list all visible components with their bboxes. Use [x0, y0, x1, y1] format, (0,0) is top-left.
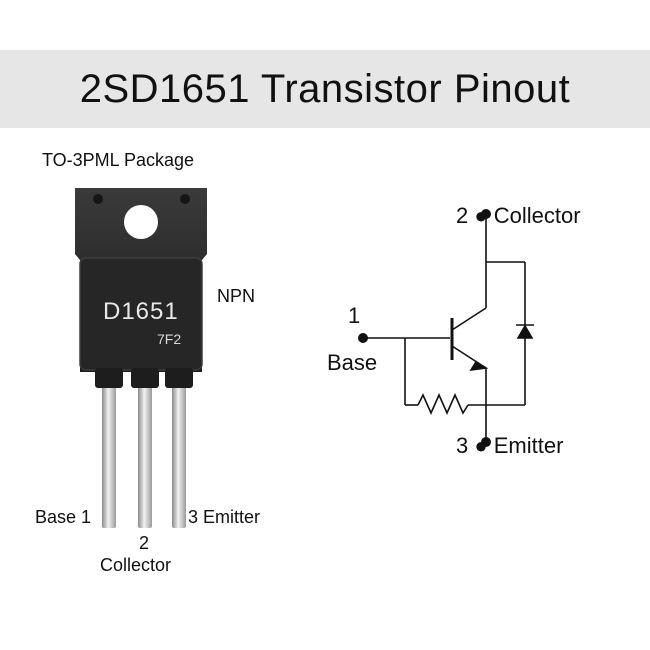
symbol-number-base: 1: [348, 303, 361, 328]
symbol-label-collector: 2 ● Collector: [456, 203, 581, 228]
package-body: [75, 188, 207, 388]
title-bar: 2SD1651 Transistor Pinout: [0, 50, 650, 128]
lead-collector: [138, 380, 152, 528]
date-code-marking: 7F2: [157, 331, 182, 347]
emitter-arrow-icon: [469, 360, 489, 372]
pin-label-collector: Collector: [100, 555, 172, 575]
symbol-label-base: Base: [327, 350, 378, 375]
part-marking: D1651: [103, 298, 179, 325]
package-leads: [102, 380, 186, 528]
base-terminal-dot: [358, 333, 368, 343]
pin-label-emitter: 3 Emitter: [188, 507, 261, 527]
npn-darlington-symbol: [363, 214, 534, 442]
npn-label: NPN: [217, 286, 256, 306]
symbol-label-emitter: 3 ● Emitter: [456, 433, 564, 458]
package-label: TO-3PML Package: [42, 150, 195, 170]
lead-base: [102, 380, 116, 528]
collector-terminal-dot: [481, 209, 491, 219]
emitter-terminal-dot: [481, 437, 491, 447]
mounting-hole: [124, 205, 158, 239]
page-title: 2SD1651 Transistor Pinout: [79, 66, 571, 111]
resistor-icon: [417, 393, 469, 415]
diode-icon: [516, 324, 534, 339]
pin-label-base: Base 1: [35, 507, 92, 527]
lead-emitter: [172, 380, 186, 528]
pin-number-collector: 2: [139, 533, 150, 553]
